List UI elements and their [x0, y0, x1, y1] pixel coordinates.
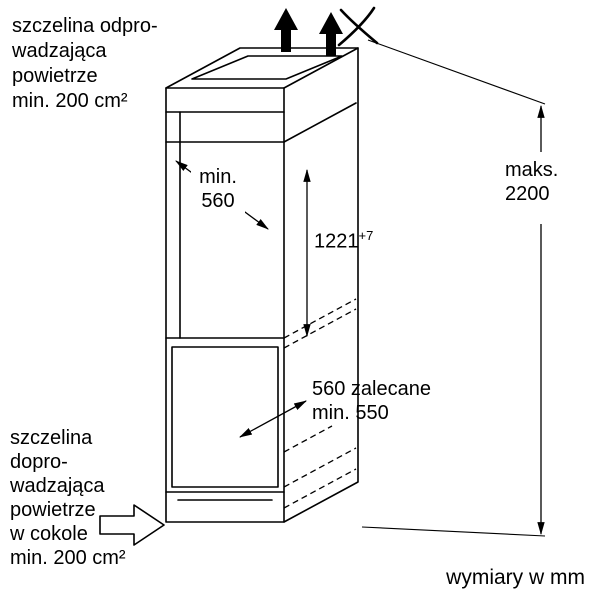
max-height-dimension: maks. 2200 — [503, 158, 561, 206]
dimension-lines — [175, 39, 546, 537]
door-panel — [171, 346, 279, 488]
depth-line: min. 550 — [312, 402, 389, 424]
max-height-ext-top — [367, 39, 546, 105]
air-inlet-label: szczelina dopro- wadzająca powietrze w c… — [10, 426, 126, 570]
niche-width-line: min. — [199, 166, 237, 188]
air-inlet-label-line: min. 200 cm² — [10, 547, 126, 569]
air-outlet-label-line: powietrze — [12, 65, 98, 87]
niche-height-value: 1221 — [314, 230, 359, 253]
air-outlet-label-line: wadzająca — [12, 40, 107, 62]
niche-width-dimension: min. 560 — [191, 165, 245, 213]
max-height-line: maks. — [505, 159, 559, 181]
air-inlet-label-line: wadzająca — [10, 475, 105, 497]
max-height-ext-bottom — [361, 526, 546, 537]
air-inlet-label-line: powietrze — [10, 499, 96, 521]
plinth-airflow-arrow-icon — [99, 504, 165, 546]
top-vent-opening — [191, 55, 343, 80]
depth-line: 560 zalecane — [312, 378, 431, 400]
niche-height-tolerance: +7 — [358, 228, 374, 243]
cabinet-outline — [165, 47, 359, 523]
depth-dimension: 560 zalecane min. 550 — [312, 377, 431, 425]
units-note: wymiary w mm — [446, 566, 585, 589]
air-outlet-label-line: szczelina odpro- — [12, 15, 158, 37]
max-height-line: 2200 — [505, 183, 550, 205]
air-outlet-label-line: min. 200 cm² — [12, 90, 128, 112]
depth-arrow — [239, 400, 307, 438]
air-crossing-icon — [337, 6, 379, 47]
air-outlet-label: szczelina odpro- wadzająca powietrze min… — [12, 14, 158, 114]
niche-width-line: 560 — [201, 190, 235, 212]
airflow-up-arrows-icon — [274, 8, 343, 56]
hidden-edge-dashes — [283, 298, 357, 509]
air-inlet-label-line: dopro- — [10, 451, 68, 473]
niche-height-dimension: 1221+7 — [314, 224, 373, 254]
air-inlet-label-line: szczelina — [10, 427, 93, 449]
air-inlet-label-line: w cokole — [10, 523, 88, 545]
